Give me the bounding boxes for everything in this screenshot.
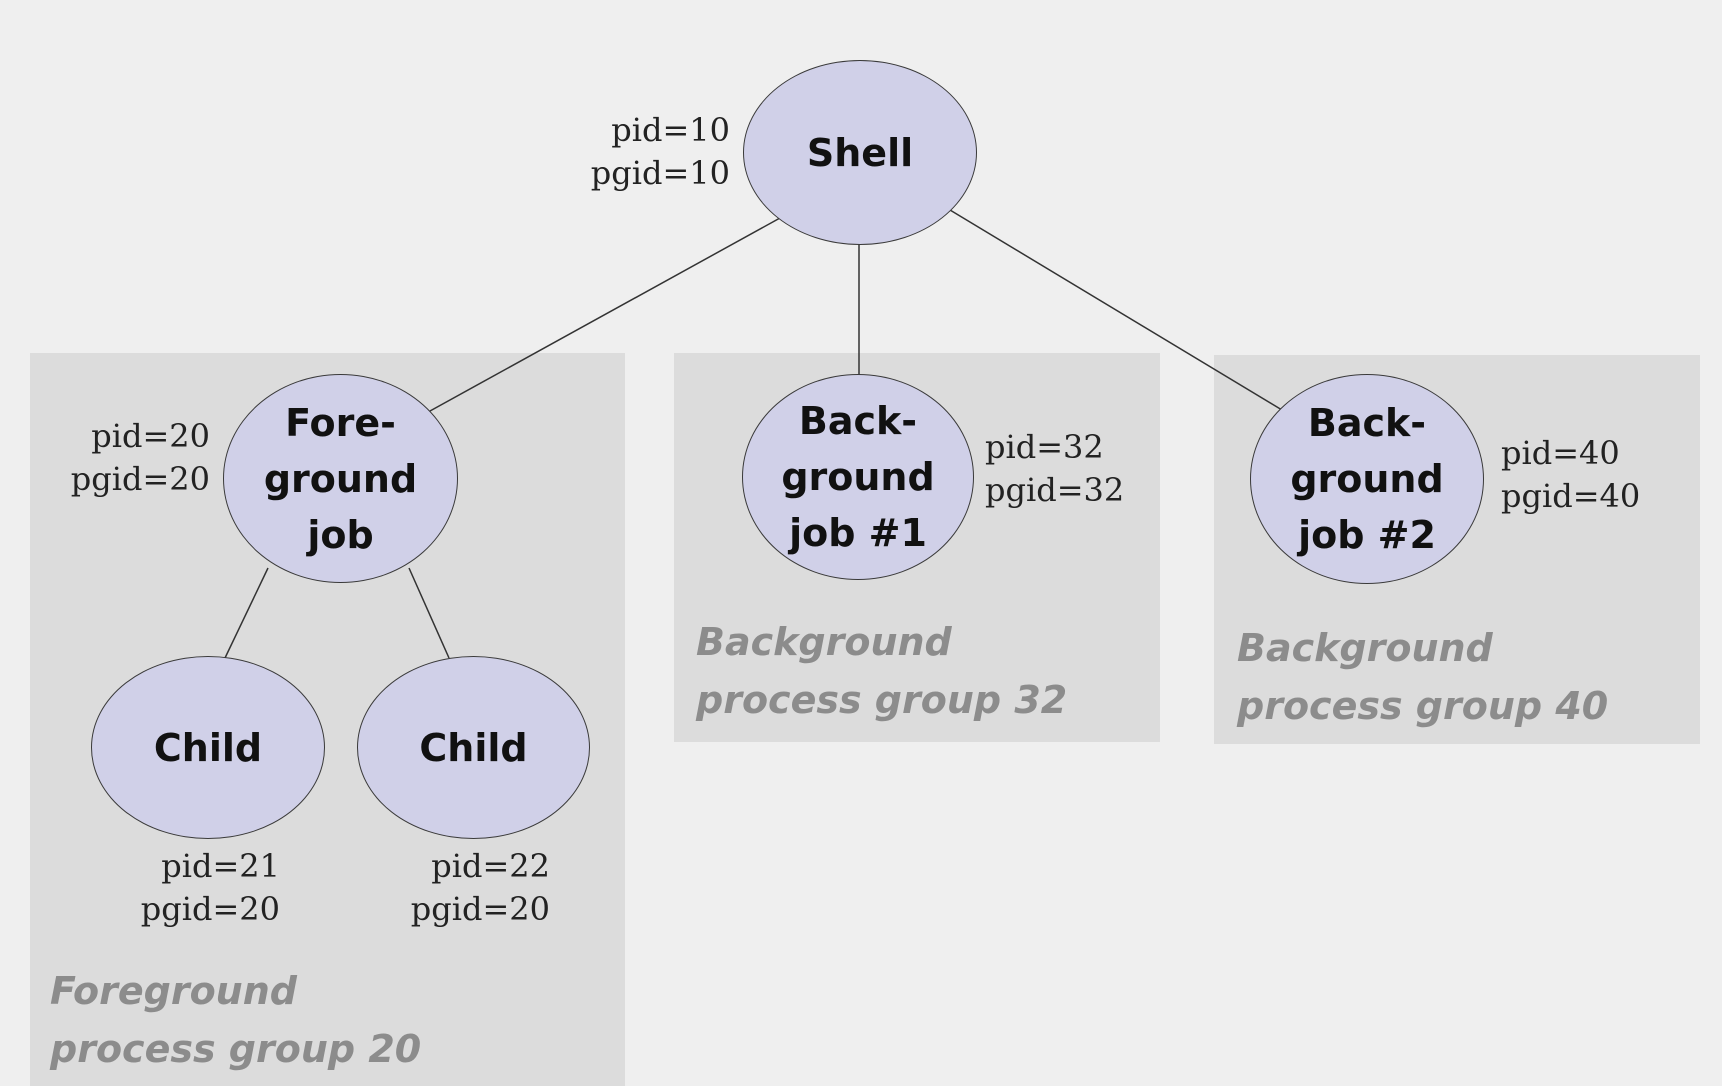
edge-shell-foreground — [429, 217, 781, 412]
child-node-1: Child — [91, 656, 325, 839]
edge-shell-background-2 — [949, 209, 1283, 411]
background-job-2-pgid: pgid=40 — [1501, 477, 1641, 515]
edge-foreground-child-2 — [408, 567, 450, 659]
child-2-pid: pid=22 — [431, 847, 550, 885]
foreground-job-pid-label: pid=20 pgid=20 — [40, 415, 210, 501]
child-2-pgid: pgid=20 — [410, 890, 550, 928]
background-group-32-label-line2: process group 32 — [696, 678, 1068, 722]
background-group-40-label-line1: Background — [1237, 626, 1493, 670]
shell-node: Shell — [743, 60, 977, 245]
foreground-job-pid: pid=20 — [91, 417, 210, 455]
background-job-2-pid-label: pid=40 pgid=40 — [1501, 432, 1640, 518]
child-1-pid: pid=21 — [161, 847, 280, 885]
edge-foreground-child-1 — [224, 567, 269, 659]
child-2-pid-label: pid=22 pgid=20 — [380, 845, 550, 931]
background-group-32-label-line1: Background — [696, 620, 952, 664]
child-1-pid-label: pid=21 pgid=20 — [110, 845, 280, 931]
background-job-1-pid-label: pid=32 pgid=32 — [985, 426, 1124, 512]
background-group-40-label-line2: process group 40 — [1237, 684, 1609, 728]
shell-pgid: pgid=10 — [590, 154, 730, 192]
foreground-job-node: Fore- ground job — [223, 374, 458, 583]
foreground-group-label-line1: Foreground — [50, 969, 297, 1013]
background-job-1-pid: pid=32 — [985, 428, 1104, 466]
background-job-1-node: Back- ground job #1 — [742, 374, 974, 580]
shell-pid: pid=10 — [611, 111, 730, 149]
background-group-40-label: Background process group 40 — [1237, 619, 1608, 735]
background-group-32-label: Background process group 32 — [696, 613, 1067, 729]
foreground-job-pgid: pgid=20 — [70, 460, 210, 498]
background-job-2-pid: pid=40 — [1501, 434, 1620, 472]
foreground-group-label-line2: process group 20 — [50, 1027, 422, 1071]
foreground-group-label: Foreground process group 20 — [50, 962, 421, 1078]
child-1-pgid: pgid=20 — [140, 890, 280, 928]
shell-pid-label: pid=10 pgid=10 — [560, 109, 730, 195]
background-job-1-pgid: pgid=32 — [985, 471, 1125, 509]
child-node-2: Child — [357, 656, 590, 839]
background-job-2-node: Back- ground job #2 — [1250, 374, 1484, 584]
